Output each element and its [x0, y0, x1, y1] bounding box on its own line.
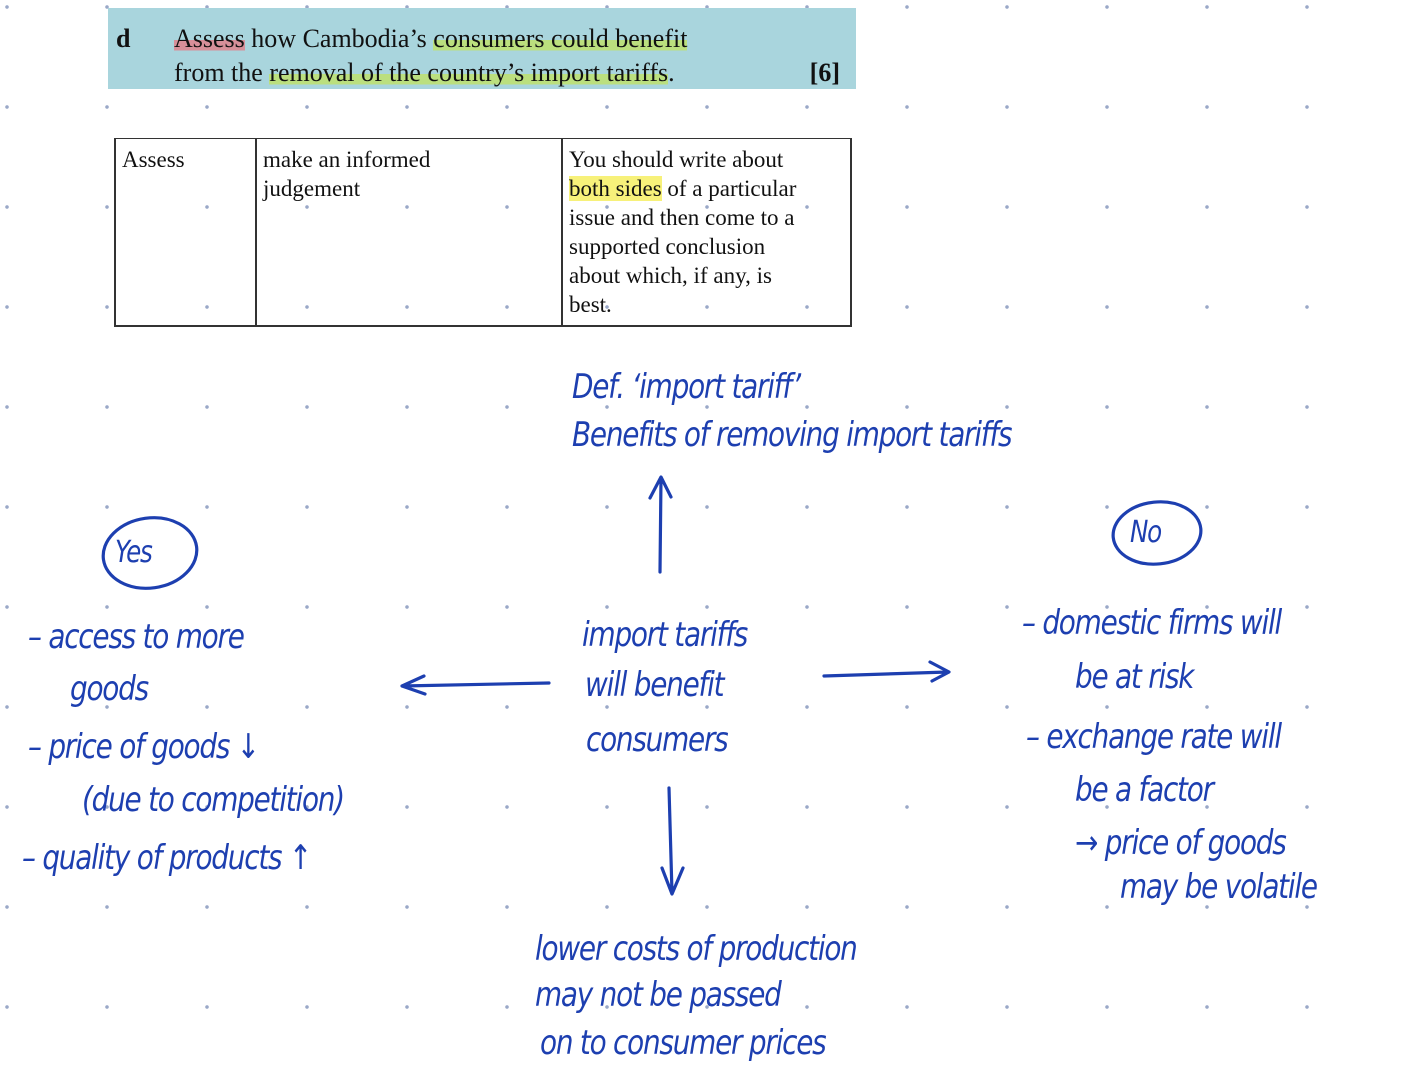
question-line-2: from the removal of the country’s import…	[174, 56, 675, 90]
yes-point-3: – quality of products ↑	[22, 838, 312, 878]
yes-label: Yes	[115, 535, 153, 570]
no-point-2: – exchange rate will	[1026, 717, 1282, 757]
note-top-line-2: Benefits of removing import tariffs	[572, 415, 1013, 455]
note-bottom-line-2: may not be passed	[535, 975, 782, 1015]
note-bottom-line-1: lower costs of production	[535, 929, 858, 969]
note-bottom-line-3: on to consumer prices	[540, 1023, 827, 1063]
note-center-line-3: consumers	[586, 720, 729, 760]
arrow-right	[822, 660, 951, 683]
meaning-line-1: make an informed	[263, 147, 431, 172]
guidance-line-2: of a particular	[661, 176, 797, 201]
no-circle	[1111, 500, 1203, 566]
meaning-cell: make an informed judgement	[255, 138, 563, 327]
question-letter: d	[116, 24, 131, 53]
note-center-line-2: will benefit	[585, 665, 725, 705]
arrow-down	[660, 786, 685, 896]
question-period: .	[668, 58, 675, 87]
meaning-line-2: judgement	[263, 176, 361, 201]
guidance-cell: You should write about both sides of a p…	[561, 138, 852, 327]
question-word-how: how Cambodia’s	[244, 24, 434, 53]
yes-point-2: – price of goods ↓	[28, 727, 260, 767]
yes-point-1: – access to more	[28, 617, 245, 657]
arrow-left	[400, 674, 551, 696]
note-top-line-1: Def. ‘import tariff’	[572, 367, 801, 407]
no-point-1-cont: be at risk	[1075, 657, 1194, 697]
command-word-table: Assess make an informed judgement You sh…	[114, 138, 852, 327]
yes-circle	[101, 516, 199, 590]
question-word-consumers: consumers could benefit	[433, 24, 688, 53]
table-row: Assess make an informed judgement You sh…	[114, 138, 852, 327]
no-point-3: → price of goods	[1075, 823, 1287, 863]
arrow-up	[648, 475, 673, 574]
question-word-assess: Assess	[174, 24, 245, 53]
note-center-line-1: import tariffs	[582, 615, 748, 655]
guidance-line-3: issue and then come to a	[569, 205, 795, 230]
term-text: Assess	[122, 147, 185, 172]
yes-point-1-cont: goods	[70, 669, 149, 709]
question-line-1: Assess how Cambodia’s consumers could be…	[174, 22, 688, 56]
no-point-2-cont: be a factor	[1075, 770, 1214, 810]
question-word-from: from the	[174, 58, 270, 87]
guidance-line-4: supported conclusion	[569, 234, 766, 259]
question-marks: [6]	[809, 58, 840, 87]
term-cell: Assess	[114, 138, 257, 327]
guidance-line-6: best.	[569, 292, 612, 317]
yes-point-2-cont: (due to competition)	[82, 780, 345, 820]
guidance-line-1: You should write about	[569, 147, 784, 172]
guidance-highlight: both sides	[569, 176, 662, 201]
guidance-line-5: about which, if any, is	[569, 263, 772, 288]
no-label: No	[1130, 515, 1162, 550]
question-word-removal: removal of the country’s import tariffs	[269, 58, 669, 87]
question-box: d Assess how Cambodia’s consumers could …	[108, 8, 856, 89]
no-point-3-cont: may be volatile	[1120, 867, 1318, 907]
no-point-1: – domestic firms will	[1022, 603, 1282, 643]
